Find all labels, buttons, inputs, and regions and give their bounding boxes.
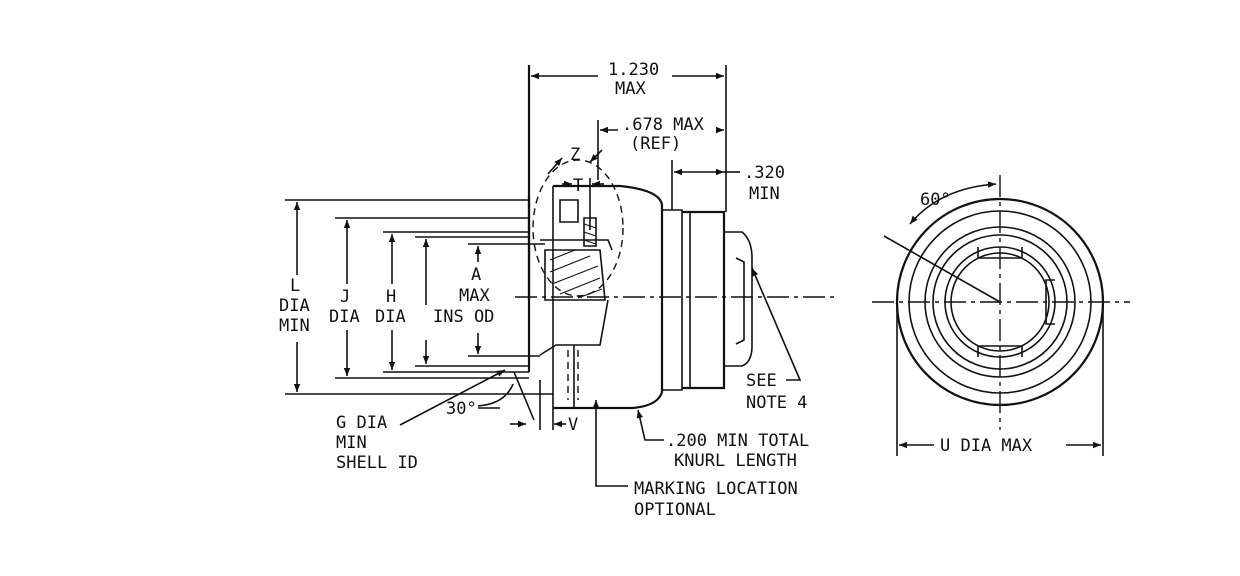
rear-cap-inner xyxy=(735,257,745,345)
t-label: T xyxy=(573,176,583,196)
dim-ref-label: .678 MAX xyxy=(622,115,705,135)
labels: 1.230 MAX .678 MAX (REF) .320 MIN Z T L … xyxy=(279,60,1033,520)
angle-60-ray xyxy=(883,235,1001,303)
a-label-2: MAX xyxy=(459,286,490,306)
angle-60-label: 60° xyxy=(920,190,951,210)
g-label-3: SHELL ID xyxy=(336,453,418,473)
z-label: Z xyxy=(570,145,580,165)
g-label-1: G DIA xyxy=(336,413,387,433)
a-label-1: A xyxy=(471,265,481,285)
z-arrow-right xyxy=(589,149,603,163)
note-label-1: SEE xyxy=(746,371,777,391)
dim-320-min-label: MIN xyxy=(749,184,780,204)
knurl-body xyxy=(682,210,726,390)
dim-320-label: .320 xyxy=(744,163,785,183)
l-label-3: MIN xyxy=(279,316,310,336)
insert-top xyxy=(540,239,613,251)
spring-block xyxy=(583,217,597,247)
a-label-3: INS OD xyxy=(433,307,494,327)
u-dia-label: U DIA MAX xyxy=(940,436,1033,456)
insert-bottom xyxy=(539,299,609,356)
marking-leader xyxy=(592,400,628,487)
note-label-2: NOTE 4 xyxy=(746,393,807,413)
hatch xyxy=(551,265,599,285)
detail-circle xyxy=(532,159,624,297)
coupling-nut xyxy=(553,184,664,410)
rear-cap xyxy=(724,231,753,367)
side-view xyxy=(285,65,836,487)
v-label: V xyxy=(568,415,578,435)
knurl-step xyxy=(662,209,683,391)
marking-label-2: OPTIONAL xyxy=(634,500,716,520)
l-label-1: L xyxy=(290,276,300,296)
dim-overall-label: 1.230 xyxy=(608,60,659,80)
knurl-leader xyxy=(636,409,664,441)
dim-overall-max-label: MAX xyxy=(615,79,646,99)
g-label-2: MIN xyxy=(336,433,367,453)
h-label-2: DIA xyxy=(375,307,406,327)
marking-label-1: MARKING LOCATION xyxy=(634,479,798,499)
hatch xyxy=(549,249,576,261)
g-leader xyxy=(399,369,506,426)
hatch xyxy=(549,255,591,273)
angle-60-arc xyxy=(909,181,997,225)
h-label-1: H xyxy=(386,287,396,307)
note-leader xyxy=(751,267,802,381)
j-label-2: DIA xyxy=(329,307,360,327)
knurl-label-2: KNURL LENGTH xyxy=(674,451,797,471)
detail-block xyxy=(559,199,579,223)
end-view xyxy=(872,175,1130,456)
angle-30-arc xyxy=(477,383,514,407)
angle-30-line xyxy=(513,371,535,421)
dim-ref-sub-label: (REF) xyxy=(630,134,681,154)
l-label-2: DIA xyxy=(279,296,310,316)
insert-section xyxy=(544,249,606,301)
z-arrow-left xyxy=(547,157,563,175)
hatch xyxy=(559,277,601,295)
knurl-label-1: .200 MIN TOTAL xyxy=(666,431,809,451)
angle-30-label: 30° xyxy=(446,399,477,419)
j-label-1: J xyxy=(340,287,350,307)
